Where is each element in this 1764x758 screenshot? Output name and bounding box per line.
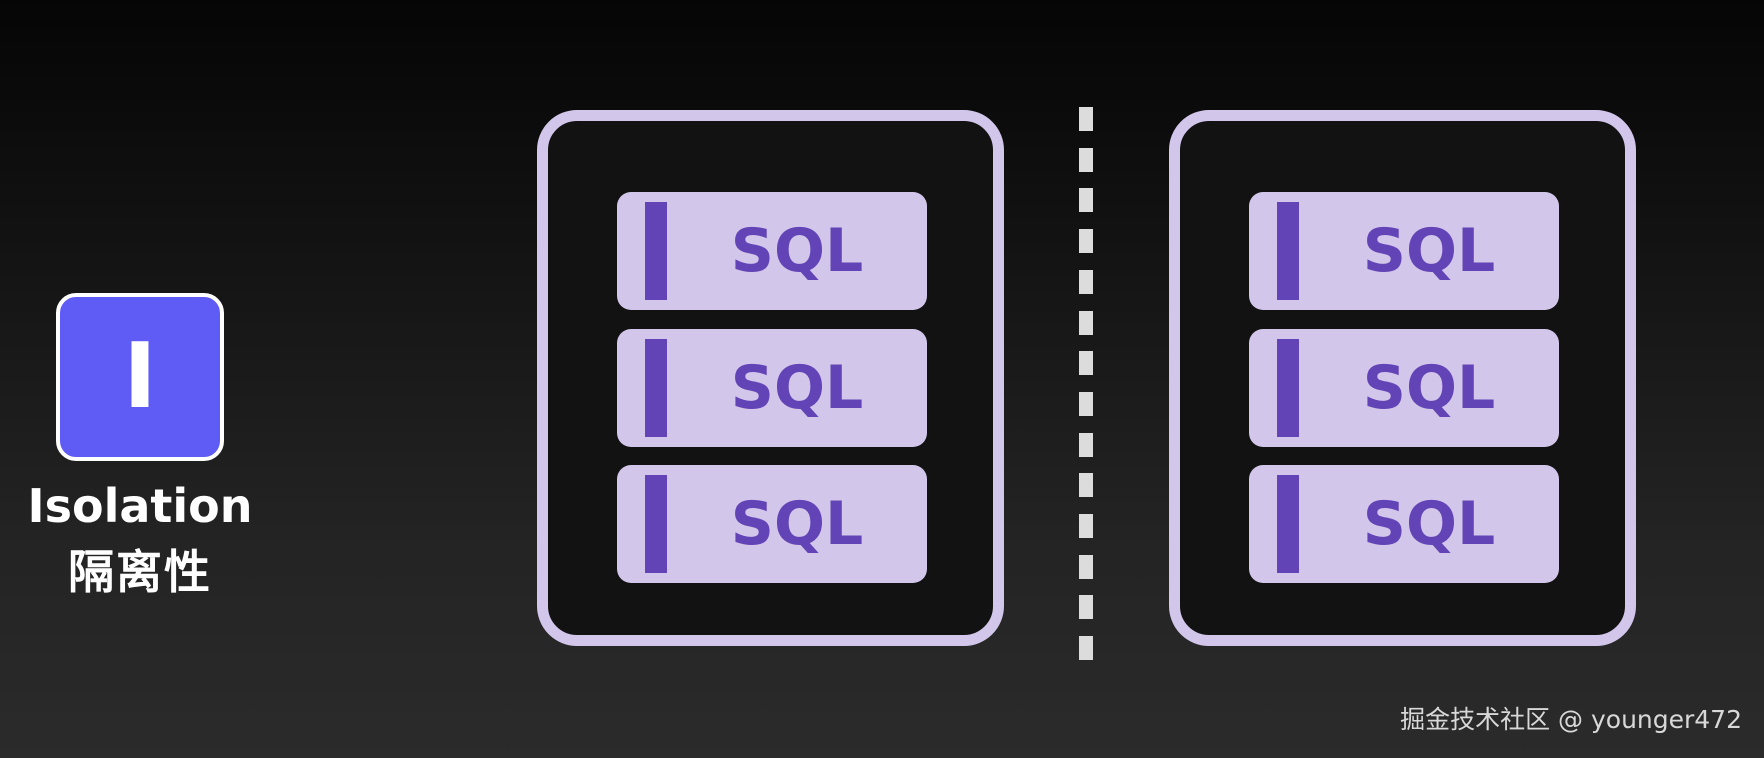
sql-accent-bar	[1277, 339, 1299, 437]
dashed-divider	[1079, 107, 1093, 677]
divider-dash	[1079, 514, 1093, 538]
sql-accent-bar	[1277, 202, 1299, 300]
divider-dash	[1079, 473, 1093, 497]
divider-dash	[1079, 555, 1093, 579]
watermark: 掘金技术社区 @ younger472	[1400, 705, 1742, 734]
divider-dash	[1079, 433, 1093, 457]
sql-block: SQL	[617, 465, 927, 583]
sql-accent-bar	[645, 475, 667, 573]
divider-dash	[1079, 595, 1093, 619]
badge-title: Isolation	[27, 479, 253, 533]
divider-dash	[1079, 270, 1093, 294]
sql-label: SQL	[730, 489, 864, 559]
badge-subtitle: 隔离性	[68, 545, 212, 599]
divider-dash	[1079, 107, 1093, 131]
divider-dash	[1079, 311, 1093, 335]
divider-dash	[1079, 392, 1093, 416]
transaction-box-right: SQL SQL SQL	[1169, 110, 1636, 646]
sql-label: SQL	[730, 353, 864, 423]
sql-block: SQL	[1249, 192, 1559, 310]
sql-block: SQL	[1249, 465, 1559, 583]
divider-dash	[1079, 188, 1093, 212]
badge-letter: I	[123, 324, 157, 429]
sql-accent-bar	[1277, 475, 1299, 573]
transaction-box-left: SQL SQL SQL	[537, 110, 1004, 646]
sql-block: SQL	[1249, 329, 1559, 447]
divider-dash	[1079, 148, 1093, 172]
divider-dash	[1079, 636, 1093, 660]
sql-accent-bar	[645, 202, 667, 300]
sql-label: SQL	[1362, 216, 1496, 286]
sql-label: SQL	[1362, 489, 1496, 559]
sql-label: SQL	[1362, 353, 1496, 423]
sql-block: SQL	[617, 329, 927, 447]
sql-block: SQL	[617, 192, 927, 310]
divider-dash	[1079, 351, 1093, 375]
sql-label: SQL	[730, 216, 864, 286]
divider-dash	[1079, 229, 1093, 253]
sql-accent-bar	[645, 339, 667, 437]
isolation-badge: I	[56, 293, 224, 461]
